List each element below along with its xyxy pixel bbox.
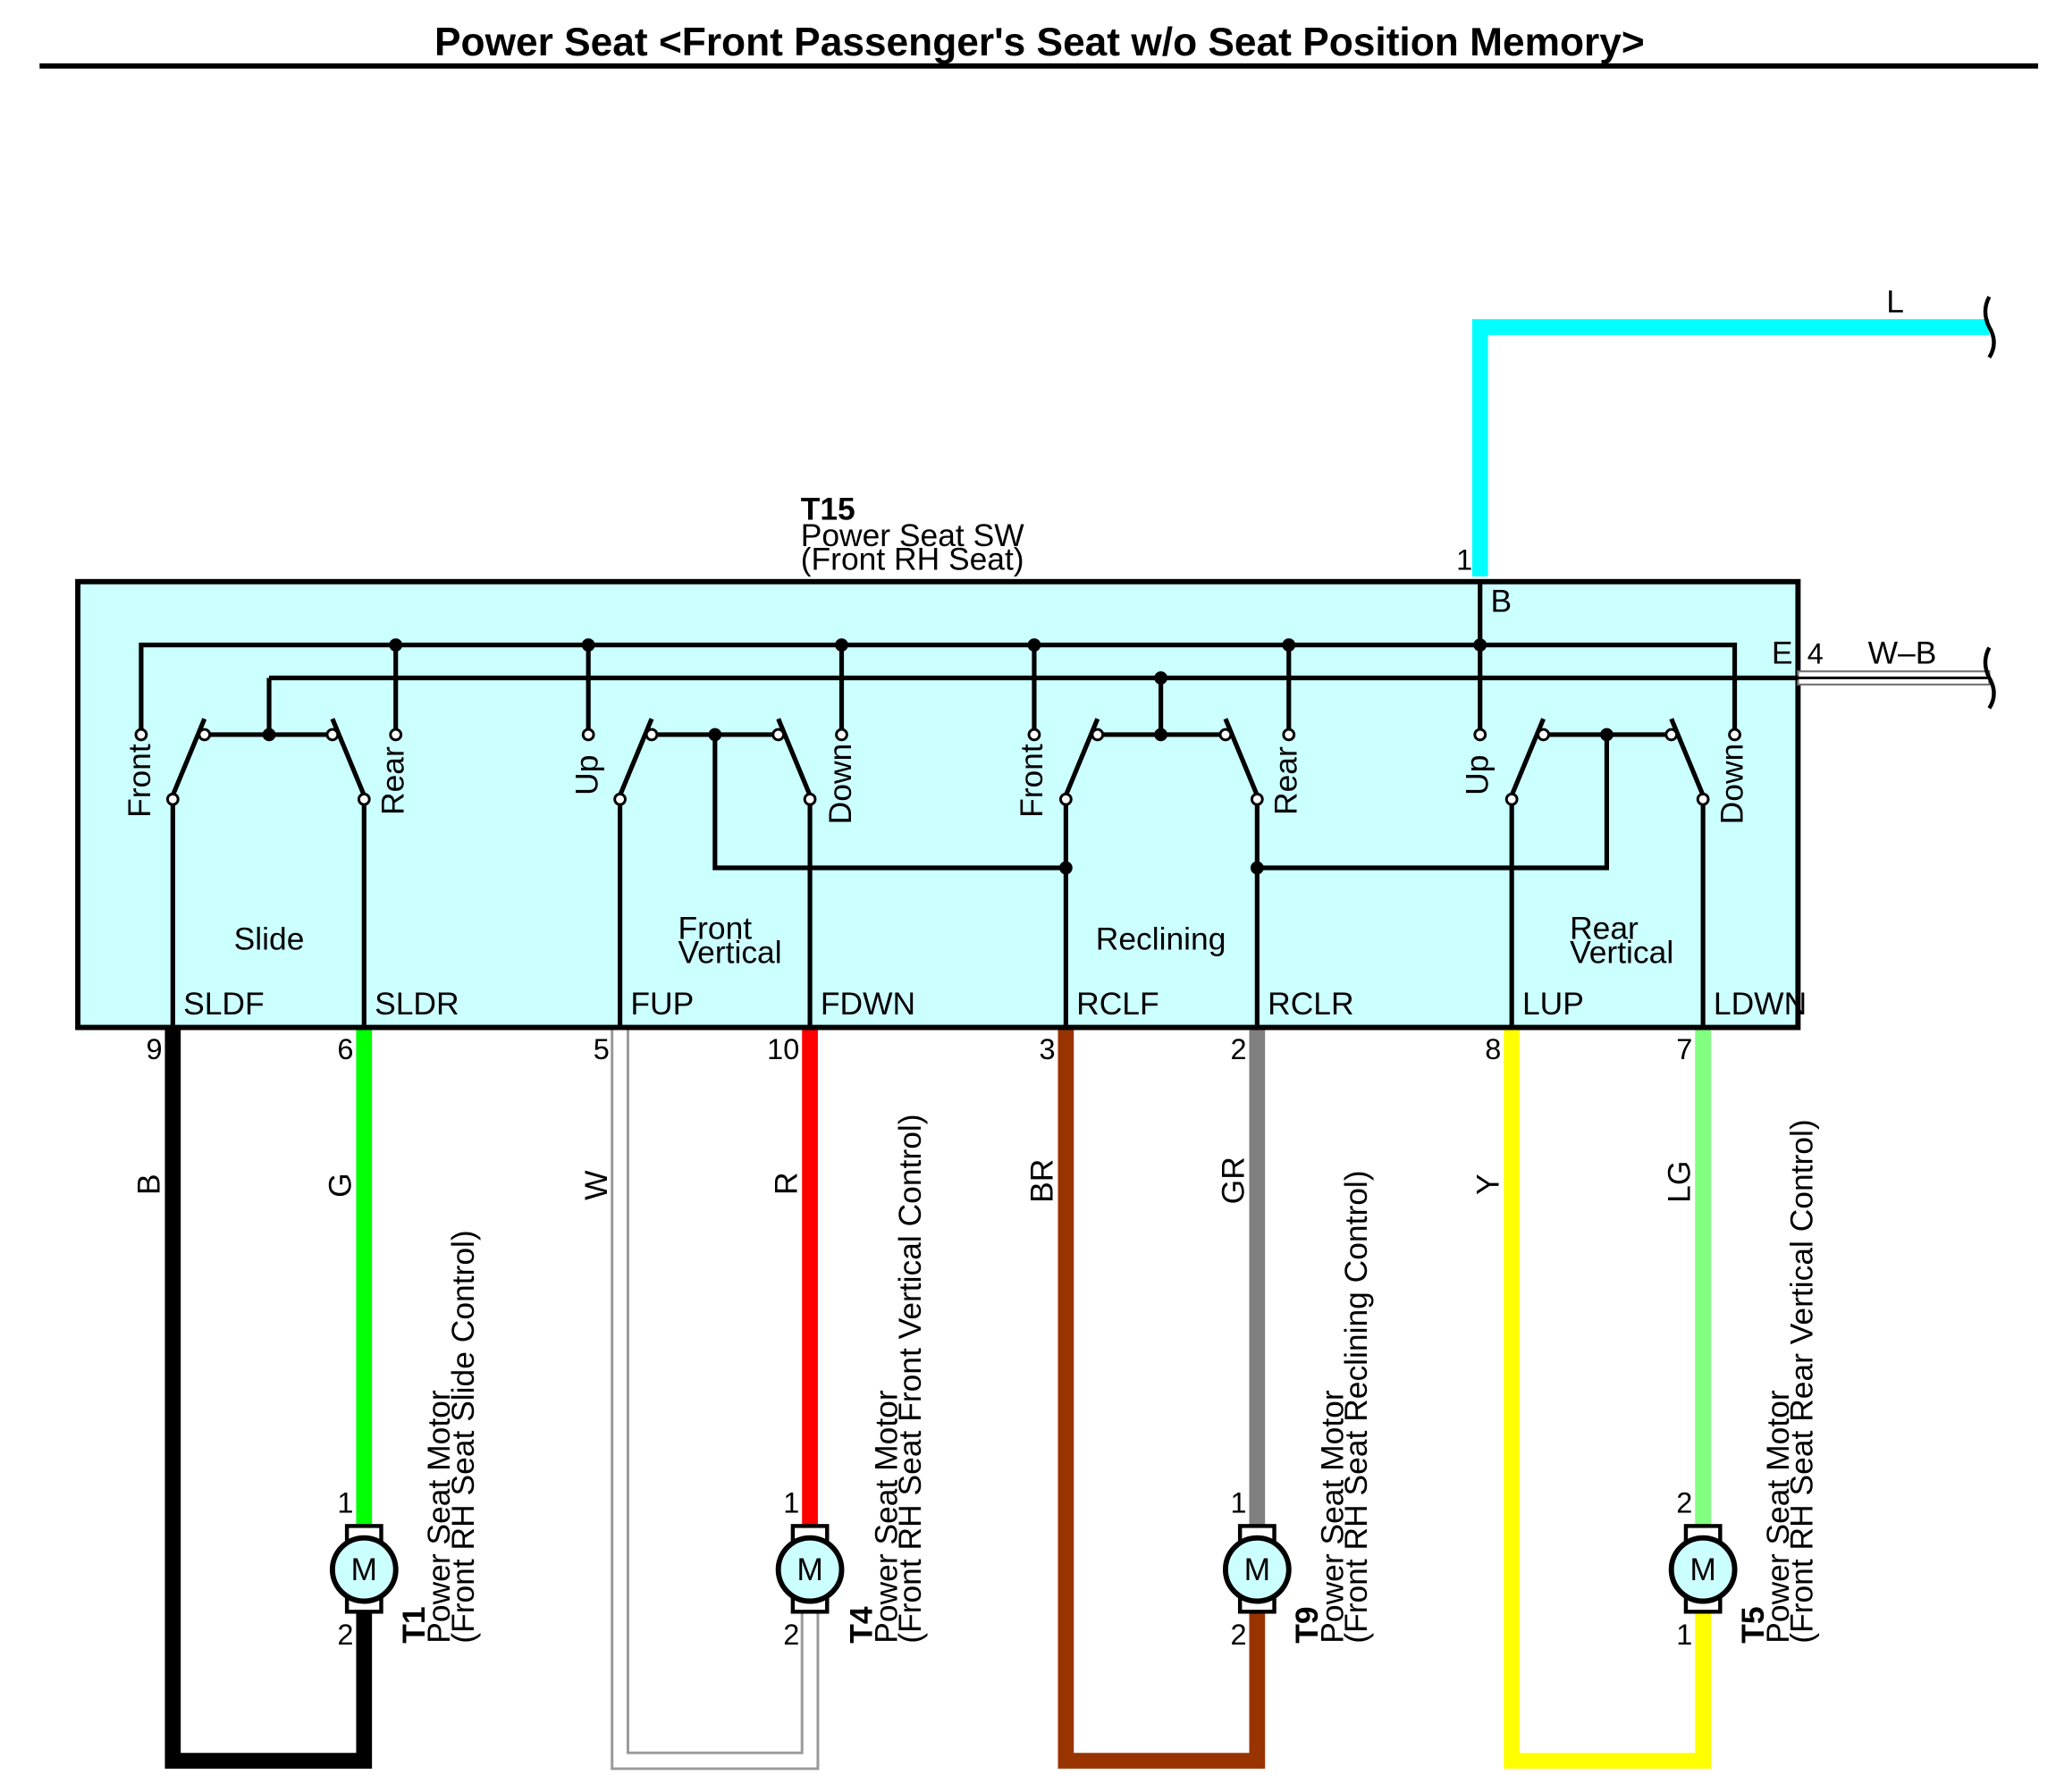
switch-location: (Front RH Seat): [801, 542, 1024, 577]
motor-symbol: M: [351, 1552, 377, 1587]
motor-t1: M: [329, 1524, 399, 1614]
svg-text:(Front RH Seat Reclining Contr: (Front RH Seat Reclining Control): [1338, 1170, 1374, 1643]
motor-symbol: M: [1689, 1552, 1715, 1587]
group-fv-label-1: Front: [678, 911, 753, 946]
motor-t9-pin-top: 1: [1230, 1487, 1246, 1519]
svg-text:Power Seat Motor: Power Seat Motor: [421, 1390, 457, 1644]
svg-text:T5: T5: [1735, 1606, 1771, 1643]
svg-text:Power Seat Motor: Power Seat Motor: [868, 1390, 904, 1644]
slide-pos-rear: Rear: [375, 746, 411, 815]
motor-t4-pin-bottom: 2: [783, 1619, 799, 1651]
group-rv-label-1: Rear: [1570, 911, 1639, 946]
rv-pos-down: Down: [1714, 744, 1749, 825]
group-reclining-label: Reclining: [1096, 921, 1226, 957]
terminal-sldr: SLDR: [375, 986, 459, 1022]
terminal-b-label: B: [1491, 584, 1513, 619]
terminal-lup: LUP: [1522, 986, 1584, 1022]
motor-t9-caption: T9 Power Seat Motor (Front RH Seat Recli…: [1289, 1170, 1374, 1643]
motor-symbol: M: [1244, 1552, 1271, 1587]
wire-code-ldwn: LG: [1661, 1161, 1697, 1203]
diagram-title: Power Seat <Front Passenger's Seat w/o S…: [434, 21, 1645, 64]
motor-t4-pin-top: 1: [783, 1487, 799, 1519]
motor-t1-pin-top: 1: [337, 1487, 353, 1519]
rv-common-link: [1257, 734, 1609, 871]
fv-pos-down: Down: [822, 744, 858, 825]
motor-t5-pin-top: 2: [1676, 1487, 1692, 1519]
group-rv-label-2: Vertical: [1570, 934, 1673, 970]
motor-t5: M: [1668, 1524, 1738, 1614]
terminal-e-label: E: [1772, 635, 1793, 670]
pin-sldf: 9: [146, 1033, 162, 1065]
terminal-fdwn: FDWN: [821, 986, 915, 1022]
wire-code-sldr: G: [323, 1173, 358, 1198]
wire-code-sldf: B: [131, 1174, 167, 1195]
pin-rclr: 2: [1230, 1033, 1246, 1065]
wire-loop-rear-vertical: [1504, 1030, 1711, 1769]
motor-t5-caption: T5 Power Seat Motor (Front RH Seat Rear …: [1735, 1119, 1820, 1643]
terminal-ldwn: LDWN: [1714, 986, 1807, 1022]
fv-common-link: [712, 734, 1066, 871]
wire-loop-reclining: [1057, 1030, 1266, 1769]
group-fv-label-2: Vertical: [678, 934, 782, 970]
terminal-rclr: RCLR: [1268, 986, 1353, 1022]
motor-t1-pin-bottom: 2: [337, 1619, 353, 1651]
wire-l-break-icon: [1983, 295, 1996, 359]
switch-ref: T15: [801, 491, 855, 526]
wire-l-label: L: [1886, 284, 1904, 320]
terminal-rclf: RCLF: [1076, 986, 1159, 1022]
group-slide-label: Slide: [234, 921, 305, 957]
wire-loop-front-vertical: [611, 1030, 820, 1771]
pin-fdwn: 10: [767, 1033, 799, 1065]
terminal-e-pin: 4: [1807, 637, 1824, 669]
svg-text:(Front RH Seat Slide Control): (Front RH Seat Slide Control): [445, 1230, 481, 1643]
rc-pos-front: Front: [1014, 744, 1049, 818]
svg-text:Power Seat Motor: Power Seat Motor: [1314, 1390, 1350, 1644]
junction-dots: [262, 638, 1614, 875]
slide-pos-front: Front: [122, 744, 157, 818]
pin-rclf: 3: [1039, 1033, 1055, 1065]
pin-fup: 5: [594, 1033, 610, 1065]
wire-l: [1471, 319, 1990, 576]
switch-name: Power Seat SW: [801, 517, 1024, 553]
svg-text:Power Seat Motor: Power Seat Motor: [1760, 1390, 1796, 1644]
wire-wb-break-icon: [1983, 646, 1996, 710]
wire-code-rclf: BR: [1024, 1159, 1060, 1203]
pin-sldr: 6: [337, 1033, 353, 1065]
wire-code-fup: W: [578, 1170, 614, 1200]
power-seat-switch-body: [75, 578, 1801, 1031]
motor-t4: M: [775, 1524, 845, 1614]
terminal-b-pin: 1: [1456, 544, 1472, 576]
terminal-fup: FUP: [630, 986, 694, 1022]
svg-text:T9: T9: [1289, 1606, 1325, 1643]
svg-text:T1: T1: [396, 1606, 432, 1643]
svg-text:T4: T4: [843, 1606, 879, 1644]
rc-pos-rear: Rear: [1268, 746, 1304, 815]
svg-text:(Front RH Seat Rear Vertical C: (Front RH Seat Rear Vertical Control): [1784, 1119, 1820, 1643]
motor-t4-caption: T4 Power Seat Motor (Front RH Seat Front…: [843, 1114, 928, 1643]
svg-text:(Front RH Seat Front Vertical: (Front RH Seat Front Vertical Control): [892, 1114, 928, 1643]
terminal-sldf: SLDF: [183, 986, 265, 1022]
wire-loop-slide: [164, 1030, 373, 1769]
b-bus: [139, 643, 1738, 735]
pin-lup: 8: [1485, 1033, 1501, 1065]
fv-pos-up: Up: [569, 755, 604, 795]
rv-pos-up: Up: [1460, 755, 1496, 795]
motor-t9: M: [1222, 1524, 1292, 1614]
motor-symbol: M: [796, 1552, 823, 1587]
motor-t1-caption: T1 Power Seat Motor (Front RH Seat Slide…: [396, 1230, 481, 1643]
motor-t5-pin-bottom: 1: [1676, 1619, 1692, 1651]
wire-wb-label: W–B: [1868, 635, 1937, 670]
pin-ldwn: 7: [1676, 1033, 1692, 1065]
wire-code-rclr: GR: [1216, 1157, 1251, 1204]
wire-code-fdwn: R: [768, 1172, 804, 1195]
wire-code-lup: Y: [1470, 1174, 1505, 1195]
motor-t9-pin-bottom: 2: [1230, 1619, 1246, 1651]
